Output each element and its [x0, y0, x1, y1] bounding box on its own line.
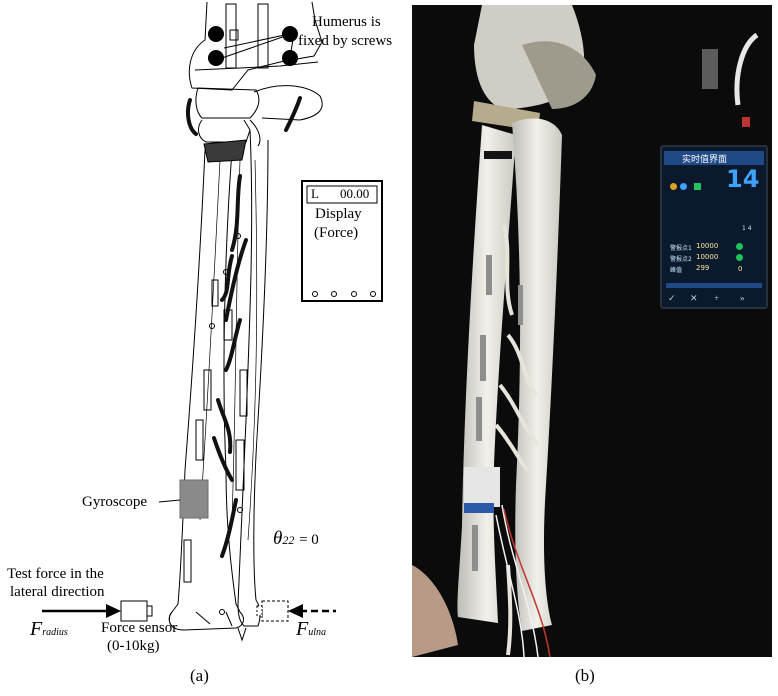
f-ulna-subscript: ulna [308, 627, 326, 638]
caption-b: (b) [575, 666, 595, 685]
angle-subscript: 22 [282, 533, 295, 547]
f-radius-label: Fradius [30, 618, 68, 641]
device-row2-label: 警报点2 [670, 256, 692, 263]
device-big-value: 14 [726, 165, 760, 193]
device-row1-value: 10000 [696, 242, 719, 250]
specimen-photo-drawing [412, 5, 759, 657]
display-label-line1: Display [315, 206, 362, 222]
f-radius-symbol: F [30, 618, 43, 640]
close-icon: ✕ [690, 293, 698, 303]
display-label-line2: (Force) [314, 225, 359, 241]
device-small-value: 1 4 [742, 225, 752, 232]
humerus-annotation-line1: Humerus is [312, 14, 381, 30]
display-readout-value: 00.00 [340, 186, 370, 201]
device-row2-value: 10000 [696, 253, 719, 261]
device-status-icons [670, 183, 710, 191]
force-sensor-range: (0-10kg) [107, 638, 160, 654]
angle-label: θ22 = 0 [273, 528, 319, 550]
test-force-line1: Test force in the [7, 566, 104, 582]
indicator-light-icon [736, 243, 743, 250]
status-dot-icon [670, 183, 677, 190]
angle-symbol: θ [273, 528, 283, 549]
plus-icon: + [714, 293, 720, 303]
device-row3-label: 峰值 [670, 267, 683, 274]
force-sensor-label: Force sensor [101, 620, 178, 636]
force-display-screen: 实时值界面 14 1 4 警报点1 10000 警报点2 10000 峰值 29… [660, 145, 768, 309]
fast-forward-icon: » [740, 293, 745, 303]
device-row3-extra: 0 [738, 265, 743, 273]
display-readout-mode: L [311, 186, 319, 201]
humerus-annotation-line2: fixed by screws [298, 33, 393, 49]
f-radius-subscript: radius [42, 627, 68, 638]
status-dot-icon [680, 183, 687, 190]
f-ulna-label: Fulna [296, 618, 326, 641]
display-device-outline [301, 180, 383, 302]
gyroscope-label: Gyroscope [82, 494, 147, 510]
indicator-light-icon [736, 254, 743, 261]
device-row3-value: 299 [696, 264, 710, 272]
device-screen-title: 实时值界面 [682, 155, 728, 165]
force-sensor-box [120, 600, 148, 622]
f-ulna-symbol: F [296, 618, 309, 640]
dashed-sensor-box [261, 600, 289, 622]
f-radius-arrow [42, 604, 121, 618]
caption-a: (a) [190, 666, 209, 685]
device-button-row: ✓ ✕ + » [668, 293, 760, 303]
device-row1-label: 警报点1 [670, 245, 692, 252]
angle-value: = 0 [299, 532, 319, 548]
forearm-bone-drawing [42, 1, 383, 642]
test-force-line2: lateral direction [10, 584, 105, 600]
f-ulna-arrow [288, 604, 336, 618]
status-square-icon [694, 183, 701, 190]
gyroscope-box [179, 479, 209, 519]
device-softkey-bar [666, 283, 762, 288]
check-icon: ✓ [668, 293, 676, 303]
panel-b-photo: 实时值界面 14 1 4 警报点1 10000 警报点2 10000 峰值 29… [412, 5, 772, 657]
